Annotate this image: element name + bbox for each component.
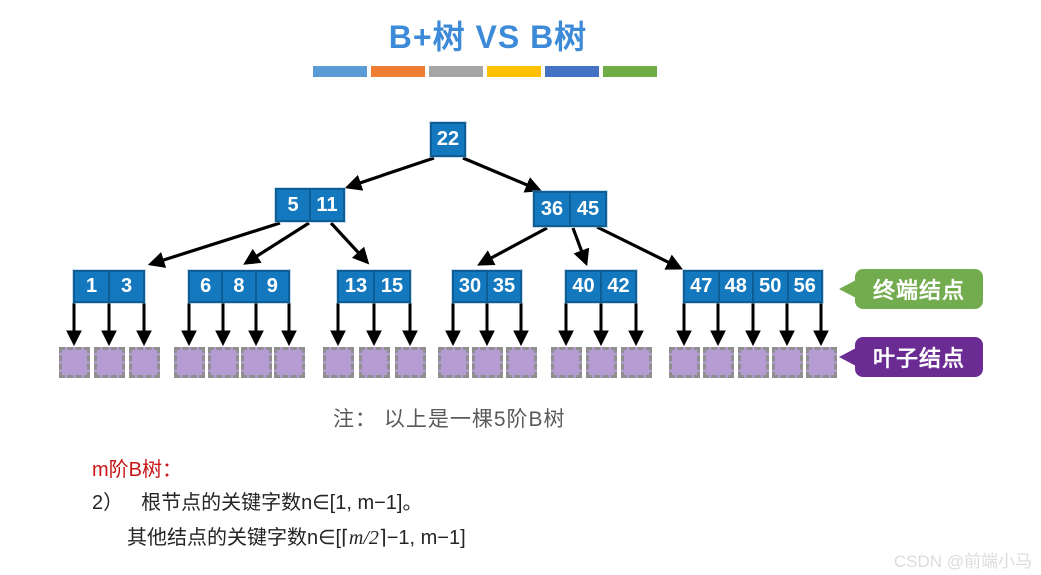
leaf-block [771,347,803,378]
tree-key-35: 35 [486,272,520,301]
rule-line-2: 其他结点的关键字数n∈[⌈m/2⌉−1, m−1] [127,521,466,550]
tree-key-45: 45 [569,193,605,225]
tree-key-5: 5 [287,193,299,216]
accent-bars [313,66,657,77]
tree-edge-arrow [571,227,590,267]
tree-key-9: 9 [254,272,288,301]
tree-key-11: 11 [309,190,343,220]
tree-edge-arrow [243,221,310,265]
callout-leaf-label: 叶子结点 [872,346,965,371]
tree-node-5-11: 5 11 [275,188,345,222]
tree-edge-arrow [329,221,370,265]
tree-key-1: 1 [85,275,98,297]
leaf-block [394,347,426,378]
leaf-block [737,347,769,378]
leaf-block [437,347,469,378]
rule-line-2-suffix: ⌉−1, m−1] [378,527,466,549]
leaf-block [358,347,390,378]
tree-edge-arrow [596,225,683,270]
watermark: CSDN @前端小马 [893,552,1032,571]
leaf-block [550,347,582,378]
callout-leaf-node: 叶子结点 [839,337,983,377]
tree-key-47: 47 [690,275,713,297]
tree-key-15: 15 [373,272,409,301]
section-heading: m阶B树： [92,459,182,481]
accent-bar [487,66,541,77]
leaf-block [58,347,90,378]
callout-terminal-label: 终端结点 [872,278,965,303]
tree-key-48: 48 [717,272,753,301]
rule-line-2-math: m/2 [348,527,379,549]
leaf-block [128,347,160,378]
accent-bar [429,66,483,77]
rule-line-1-number: 2） [92,492,124,514]
tree-key-8: 8 [221,272,254,301]
accent-bar [313,66,367,77]
rule-line-1-text: 根节点的关键字数n∈[1, m−1]。 [141,492,423,514]
leaf-block [702,347,734,378]
leaf-block [805,347,837,378]
rule-line-1: 2） 根节点的关键字数n∈[1, m−1]。 [92,486,422,515]
tree-key-13: 13 [344,275,368,297]
tree-key-56: 56 [786,272,822,301]
tree-key-6: 6 [200,275,212,297]
accent-bar [603,66,657,77]
tree-key-22: 22 [436,128,460,150]
leaf-block [668,347,700,378]
tree-edge-arrow [147,221,281,268]
leaf-block [505,347,537,378]
tree-key-50: 50 [752,272,787,301]
tree-key-42: 42 [600,272,635,301]
leaf-block [93,347,125,378]
leaf-block [322,347,354,378]
leaf-block [620,347,652,378]
tree-key-40: 40 [572,275,595,297]
tree-edge-arrow [344,156,435,191]
leaf-block [273,347,305,378]
page-title: B+树 VS B树 [388,19,588,55]
tree-node-22: 22 [430,122,466,157]
tree-key-36: 36 [540,197,564,220]
rule-line-2-prefix: 其他结点的关键字数n∈[⌈ [127,527,349,549]
leaf-block [207,347,239,378]
leaf-block [240,347,272,378]
callout-terminal-node: 终端结点 [839,269,983,309]
callout-tail-icon [839,280,856,298]
accent-bar [545,66,599,77]
accent-bar [371,66,425,77]
tree-key-30: 30 [458,275,482,297]
note-text: 注： 以上是一棵5阶B树 [333,408,566,431]
tree-key-3: 3 [108,272,143,301]
tree-edge-arrow [462,156,543,193]
leaf-block [585,347,617,378]
callout-tail-icon [839,348,856,366]
leaf-block [471,347,503,378]
tree-edge-arrow [477,226,548,266]
leaf-block [173,347,205,378]
